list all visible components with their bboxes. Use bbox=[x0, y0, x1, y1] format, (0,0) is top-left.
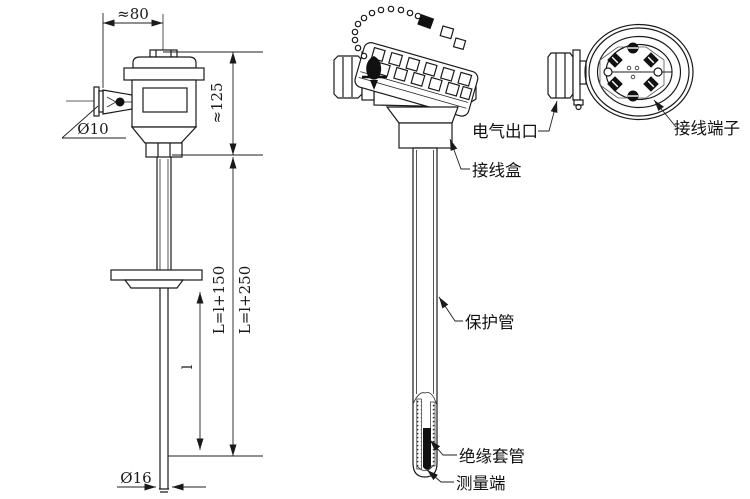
callout-labels: 电气出口 接线盒 接线端子 保护管 绝缘套管 测量端 bbox=[426, 99, 740, 493]
neck-collar bbox=[398, 122, 453, 149]
label-insulation-sleeve: 绝缘套管 bbox=[459, 447, 525, 466]
dim-entry-diameter-label: Ø10 bbox=[77, 120, 108, 138]
label-terminal: 接线端子 bbox=[674, 119, 740, 138]
screw-cap bbox=[354, 42, 479, 117]
dim-head-width-label: ≈80 bbox=[117, 5, 149, 23]
dim-insertion-length-label: l bbox=[180, 364, 196, 369]
gland-plug bbox=[115, 97, 125, 107]
label-measuring-end: 测量端 bbox=[456, 474, 506, 493]
dim-entry-diameter: Ø10 bbox=[61, 105, 126, 139]
wing-screw bbox=[362, 56, 387, 90]
dim-total-length-a-label: L=l+150 bbox=[210, 266, 228, 335]
dim-probe-diameter: Ø16 bbox=[117, 469, 206, 491]
dim-insertion-length: l bbox=[180, 292, 204, 450]
insulation-sleeve-right bbox=[430, 401, 436, 467]
label-protection-tube: 保护管 bbox=[465, 313, 515, 332]
dim-head-height-label: ≈125 bbox=[208, 82, 226, 123]
right-pictorial-drawing: 电气出口 接线盒 接线端子 保护管 绝缘套管 测量端 bbox=[333, 5, 740, 493]
measuring-element bbox=[423, 428, 431, 470]
insulation-sleeve-left bbox=[416, 398, 422, 470]
dim-head-width: ≈80 bbox=[102, 5, 163, 88]
label-electrical-outlet: 电气出口 bbox=[472, 122, 538, 141]
terminal-circle-view bbox=[547, 23, 694, 121]
left-dimension-drawing: ≈80 ≈125 Ø10 L=l+150 L=l+250 l bbox=[61, 5, 263, 493]
pictorial-head bbox=[333, 5, 479, 149]
chain-clip bbox=[417, 14, 435, 30]
mounting-flange bbox=[110, 269, 203, 281]
dim-probe-diameter-label: Ø16 bbox=[120, 469, 151, 487]
cable-entry-gland bbox=[66, 86, 133, 117]
protection-tube-pictorial bbox=[412, 147, 438, 478]
label-junction-box: 接线盒 bbox=[472, 161, 522, 180]
stem-and-probe bbox=[110, 157, 203, 493]
junction-box-head-front bbox=[123, 14, 205, 158]
outlet-hex-fitting bbox=[547, 52, 574, 99]
dim-head-height: ≈125 bbox=[163, 51, 263, 156]
dim-total-length: L=l+150 L=l+250 bbox=[168, 157, 263, 457]
dim-total-length-b-label: L=l+250 bbox=[236, 266, 254, 335]
